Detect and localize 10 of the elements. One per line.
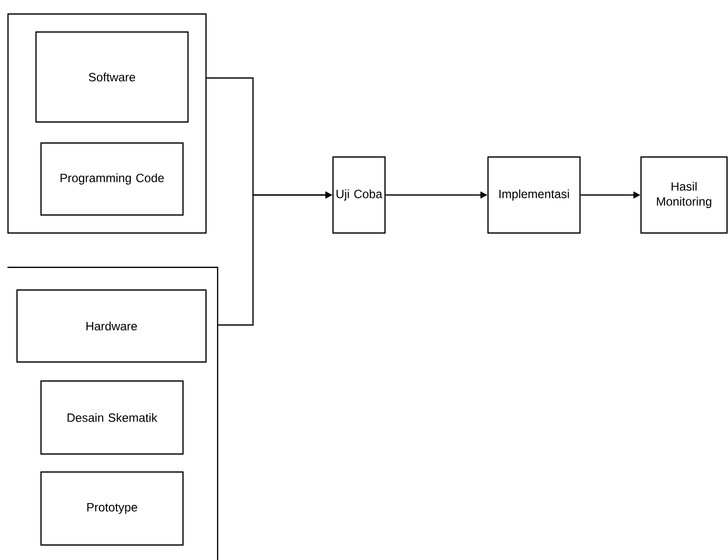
process-box: Desain Skematik	[40, 380, 184, 455]
process-box: Hasil Monitoring	[640, 156, 728, 234]
group-frame	[7, 266, 218, 560]
process-box: Implementasi	[487, 156, 581, 234]
process-box: Prototype	[40, 471, 184, 546]
group-frame	[7, 13, 207, 234]
process-box: Programming Code	[40, 142, 184, 216]
process-box: Software	[35, 31, 189, 123]
process-box: Hardware	[16, 289, 207, 363]
process-box: Uji Coba	[332, 156, 386, 234]
